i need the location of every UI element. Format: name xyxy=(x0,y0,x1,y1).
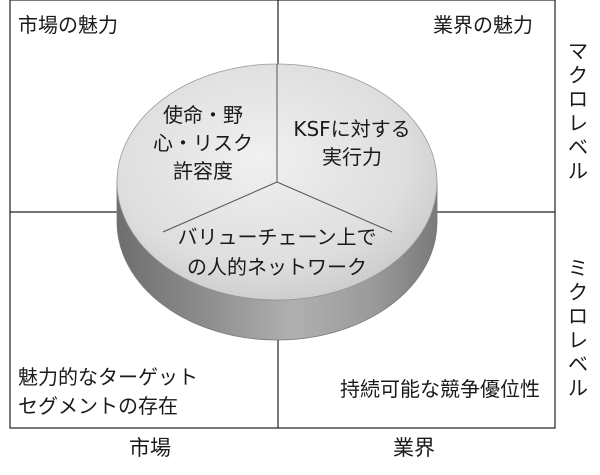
axis-label-industry: 業界 xyxy=(393,436,435,460)
vertical-char: レ xyxy=(568,328,588,352)
quadrant-bottom-left-line2: セグメントの存在 xyxy=(18,394,178,418)
grid-frame xyxy=(9,0,556,429)
pie-right-line1: KSFに対する xyxy=(293,117,410,141)
quadrant-top-right: 業界の魅力 xyxy=(433,13,533,37)
vertical-char: マ xyxy=(568,39,588,63)
vertical-char: ロ xyxy=(568,87,588,111)
pie-bottom-line1: バリューチェーン上で xyxy=(178,225,377,249)
pie-divider-left xyxy=(162,181,278,233)
quadrant-bottom-right: 持続可能な競争優位性 xyxy=(340,377,540,401)
vertical-char: ミ xyxy=(568,256,588,280)
vertical-char: ベ xyxy=(568,135,588,159)
quadrant-top-left: 市場の魅力 xyxy=(18,13,118,37)
pie-left-line1: 使命・野 xyxy=(163,103,243,127)
vertical-char: ベ xyxy=(568,352,588,376)
vertical-char: ル xyxy=(568,159,588,183)
pie-bottom-line2: の人的ネットワーク xyxy=(187,255,367,279)
quadrant-bottom-left-line1: 魅力的なターゲット xyxy=(18,365,198,389)
vertical-char: ル xyxy=(568,376,588,400)
pie-left-line3: 許容度 xyxy=(173,159,233,183)
axis-label-market: 市場 xyxy=(129,436,171,460)
vertical-char: ク xyxy=(568,280,588,304)
vertical-char: ク xyxy=(568,63,588,87)
pie-divider-right xyxy=(276,181,393,233)
pie-left-line2: 心・リスク xyxy=(153,131,253,155)
vertical-char: ロ xyxy=(568,304,588,328)
vertical-char: レ xyxy=(568,111,588,135)
pie-right-line2: 実行力 xyxy=(322,145,382,169)
